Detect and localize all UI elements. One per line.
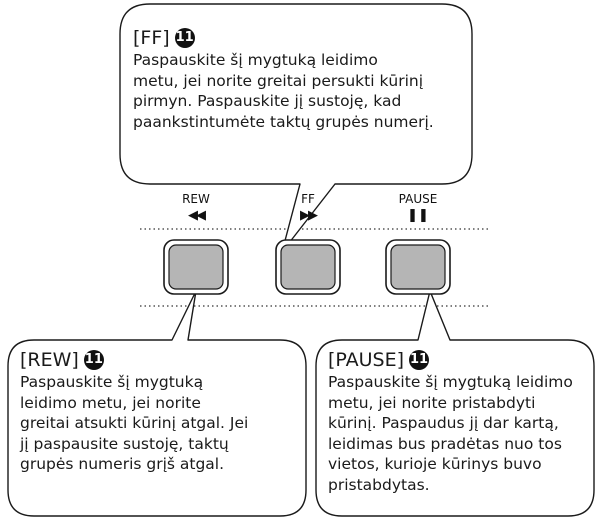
rew-button-label: REW: [182, 192, 210, 206]
ff-button[interactable]: [275, 239, 341, 295]
pause-callout-line: metu, jei norite pristabdyti: [328, 393, 536, 412]
rew-callout-title-row: [REW] 11: [20, 348, 304, 372]
ff-button-label: FF: [301, 192, 315, 206]
rew-callout-line: greitai atsukti kūrinį atgal. Jei: [20, 414, 249, 432]
rew-callout-line: leidimo metu, jei norite: [20, 393, 201, 412]
ff-callout-bubble: [119, 3, 473, 253]
rew-icon: ◀◀: [188, 208, 206, 223]
ff-icon: ▶▶: [300, 208, 318, 223]
ff-callout: [FF] 11 Paspauskite šį mygtuką leidimo m…: [133, 26, 469, 132]
ff-callout-title-row: [FF] 11: [133, 26, 469, 50]
pause-button-label: PAUSE: [398, 192, 438, 206]
pause-button[interactable]: [385, 239, 451, 295]
pause-callout-line: kūrinį. Paspaudus jį dar kartą,: [328, 414, 559, 432]
rew-callout-title: [REW]: [20, 349, 79, 371]
pause-callout-line: Paspauskite šį mygtuką leidimo: [328, 373, 573, 391]
rew-callout-line: Paspauskite šį mygtuką: [20, 373, 204, 391]
ff-callout-line: metu, jei norite greitai persukti kūrinį: [133, 71, 424, 90]
ff-callout-title: [FF]: [133, 27, 170, 49]
step-number-badge: 11: [409, 350, 430, 370]
rew-button[interactable]: [163, 239, 229, 295]
ff-callout-line: pirmyn. Paspauskite jį sustoję, kad: [133, 92, 402, 110]
step-number-badge: 11: [174, 28, 195, 48]
pause-callout-bubble: [315, 290, 595, 517]
rew-callout-line: jį paspausite sustoję, taktų: [20, 434, 229, 453]
pause-callout-line: vietos, kurioje kūrinys buvo: [328, 455, 542, 473]
pause-callout-line: pristabdytas.: [328, 475, 430, 494]
pause-icon: ❚❚: [407, 208, 429, 223]
step-number-badge: 11: [83, 350, 104, 370]
ff-callout-line: paankstintumėte taktų grupės numerį.: [133, 112, 434, 131]
pause-callout: [PAUSE] 11 Paspauskite šį mygtuką leidim…: [328, 348, 594, 495]
pause-callout-title-row: [PAUSE] 11: [328, 348, 594, 372]
rew-callout: [REW] 11 Paspauskite šį mygtuką leidimo …: [20, 348, 304, 475]
pause-callout-title: [PAUSE]: [328, 349, 405, 371]
ff-callout-line: Paspauskite šį mygtuką leidimo: [133, 51, 378, 69]
rew-callout-bubble: [7, 290, 307, 517]
rew-callout-line: grupės numeris grįš atgal.: [20, 455, 225, 473]
pause-callout-line: leidimas bus pradėtas nuo tos: [328, 434, 562, 453]
